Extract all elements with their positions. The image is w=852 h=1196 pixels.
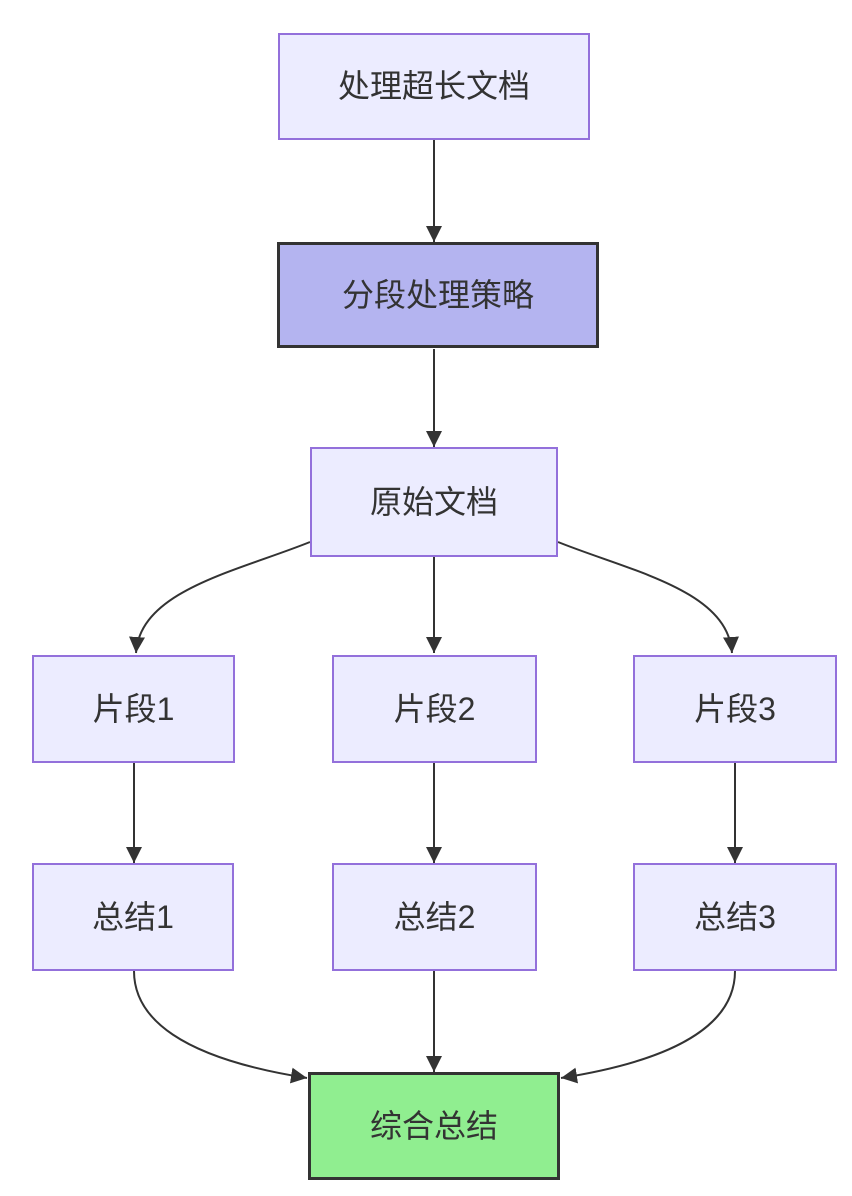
- node-frag2-label: 片段2: [393, 690, 476, 727]
- node-sum3-label: 总结3: [694, 898, 776, 935]
- node-sum1: 总结1: [32, 863, 234, 971]
- node-sum2-label: 总结2: [393, 898, 476, 935]
- edge-original-frag1: [129, 541, 311, 654]
- edge-sum1-final: [133, 970, 308, 1084]
- node-original-label: 原始文档: [369, 483, 498, 520]
- node-frag1-label: 片段1: [92, 690, 175, 727]
- edge-original-frag3: [557, 541, 739, 654]
- node-frag3-label: 片段3: [694, 690, 776, 727]
- node-frag2: 片段2: [332, 655, 537, 763]
- node-sum3: 总结3: [633, 863, 837, 971]
- node-final-label: 综合总结: [369, 1107, 498, 1144]
- node-strategy-label: 分段处理策略: [341, 276, 534, 313]
- node-start: 处理超长文档: [278, 33, 590, 140]
- node-frag3: 片段3: [633, 655, 837, 763]
- node-start-label: 处理超长文档: [337, 68, 530, 105]
- node-strategy: 分段处理策略: [277, 242, 599, 348]
- node-sum1-label: 总结1: [92, 898, 174, 935]
- node-frag1: 片段1: [32, 655, 235, 763]
- node-original: 原始文档: [310, 447, 558, 557]
- edge-sum3-final: [560, 970, 736, 1084]
- node-sum2: 总结2: [332, 863, 537, 971]
- node-final: 综合总结: [308, 1072, 560, 1180]
